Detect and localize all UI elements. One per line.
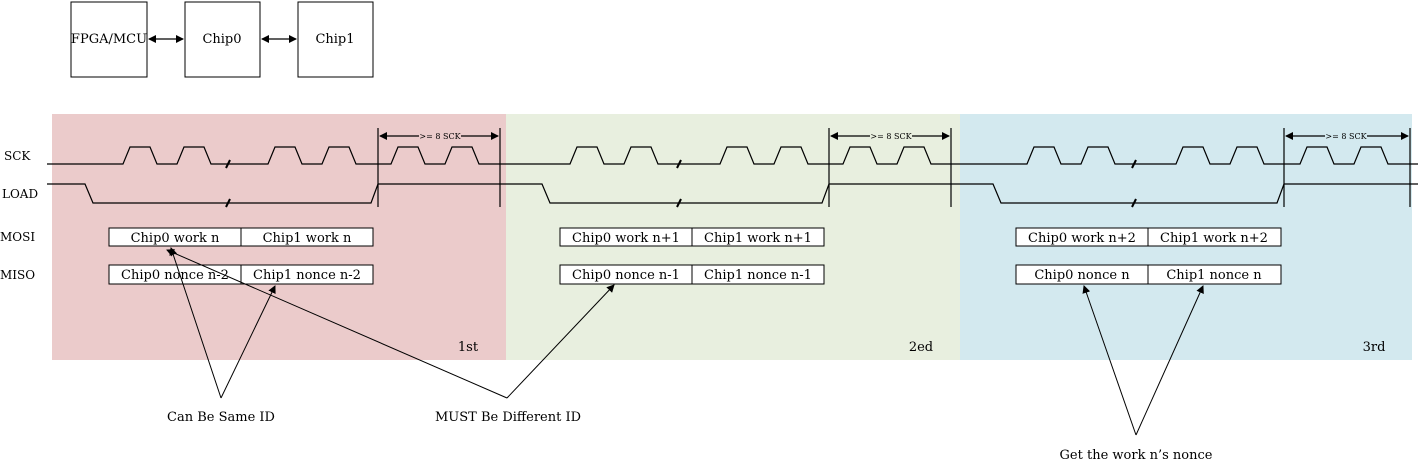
chip1-label: Chip1 <box>315 32 354 47</box>
load-break-mark-3 <box>1131 198 1137 208</box>
phase-1-miso-chip1: Chip1 nonce n-2 <box>253 268 361 283</box>
phase-2-data: Chip0 work n+1 Chip1 work n+1 Chip0 nonc… <box>559 227 825 285</box>
miso-signal-label: MISO <box>0 268 35 282</box>
different-id-annotation: MUST Be Different ID <box>435 410 581 425</box>
same-id-arrow-left <box>169 247 222 399</box>
load-break-mark-1 <box>225 198 231 208</box>
sck-break-mark-1 <box>225 159 231 169</box>
fpga-mcu-label: FPGA/MCU <box>71 32 147 47</box>
different-id-arrow-left <box>166 249 508 399</box>
phase-2-label: 2ed <box>909 340 933 355</box>
phase-2-miso-chip0: Chip0 nonce n-1 <box>572 268 680 283</box>
different-id-arrow-right <box>506 284 615 399</box>
phase-1-data: Chip0 work n Chip1 work n Chip0 nonce n-… <box>108 227 374 285</box>
get-nonce-arrow-right <box>1135 285 1204 436</box>
gap-label-1: >= 8 SCK <box>419 132 461 141</box>
load-signal-label: LOAD <box>2 187 38 201</box>
sck-break-mark-2 <box>676 159 682 169</box>
phase-3-miso-chip1: Chip1 nonce n <box>1166 268 1262 283</box>
phase-3-mosi-chip1: Chip1 work n+2 <box>1160 231 1268 246</box>
gap-label-3: >= 8 SCK <box>1325 132 1367 141</box>
gap-label-2: >= 8 SCK <box>870 132 912 141</box>
gap-label-bg-3 <box>1325 130 1367 141</box>
gap-label-bg-2 <box>870 130 912 141</box>
block-diagram: FPGA/MCU Chip0 Chip1 <box>70 1 374 78</box>
fpga-mcu-block <box>70 1 148 78</box>
same-id-annotation: Can Be Same ID <box>167 410 275 425</box>
chip0-block <box>184 1 261 78</box>
phase-3-label: 3rd <box>1363 340 1386 355</box>
phase-1-label: 1st <box>458 340 479 355</box>
phase-3-miso-chip0: Chip0 nonce n <box>1034 268 1130 283</box>
phase-1-miso-chip0: Chip0 nonce n-2 <box>121 268 229 283</box>
gap-label-bg-1 <box>419 130 461 141</box>
phase-2-miso-chip1: Chip1 nonce n-1 <box>704 268 812 283</box>
chip0-label: Chip0 <box>202 32 241 47</box>
same-id-arrow-right <box>220 285 276 399</box>
phase-3-data: Chip0 work n+2 Chip1 work n+2 Chip0 nonc… <box>1015 227 1282 285</box>
sck-waveform <box>47 146 1418 165</box>
load-break-mark-2 <box>676 198 682 208</box>
annotation-arrows <box>166 247 1204 436</box>
phase-2-mosi-chip0: Chip0 work n+1 <box>572 231 680 246</box>
phase-3-mosi-chip0: Chip0 work n+2 <box>1028 231 1136 246</box>
sck-signal-label: SCK <box>4 149 31 163</box>
chip1-block <box>297 1 374 78</box>
get-nonce-arrow-left <box>1082 285 1137 436</box>
phase-1-mosi-chip1: Chip1 work n <box>263 231 352 246</box>
mosi-signal-label: MOSI <box>0 230 35 244</box>
get-nonce-annotation: Get the work n’s nonce <box>1060 448 1213 463</box>
phase-1-mosi-chip0: Chip0 work n <box>131 231 220 246</box>
load-waveform <box>47 183 1418 204</box>
sck-break-mark-3 <box>1131 159 1137 169</box>
phase-2-mosi-chip1: Chip1 work n+1 <box>704 231 812 246</box>
